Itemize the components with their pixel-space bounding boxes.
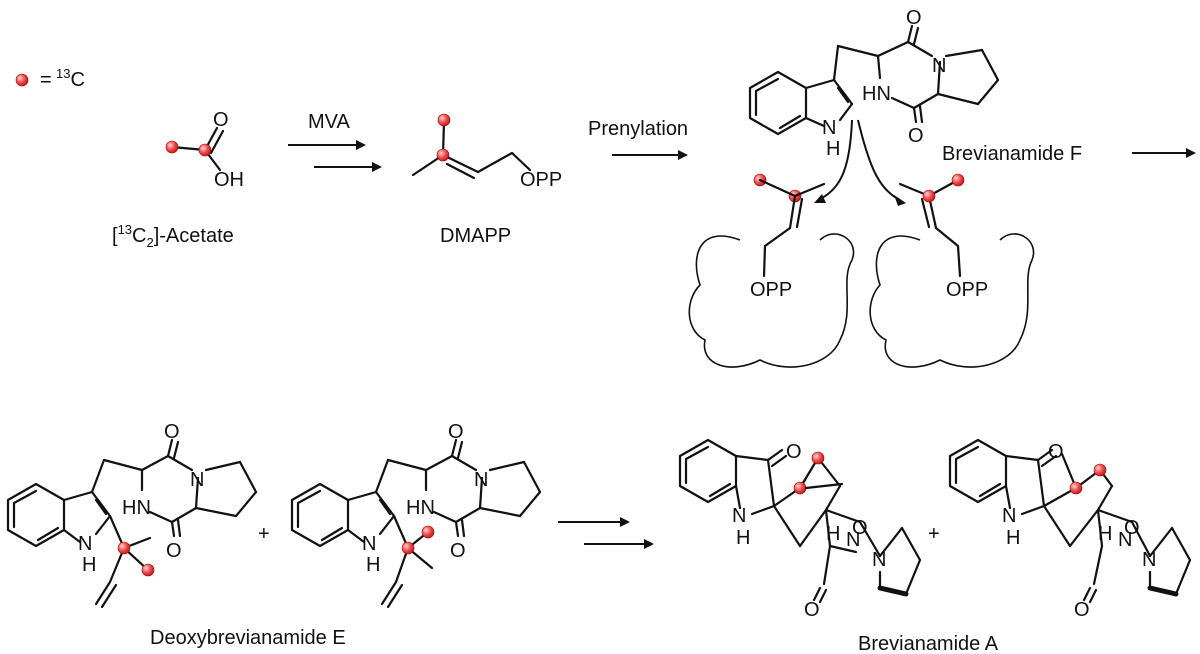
svg-text:O: O: [804, 599, 820, 621]
c13-atom-icon: [198, 143, 212, 157]
prenyl-transfer-arrows: [814, 119, 906, 206]
svg-text:N: N: [474, 469, 488, 491]
isotope-legend: = 13C: [15, 66, 85, 91]
c13-atom-icon: [811, 451, 825, 465]
svg-text:O: O: [1124, 517, 1140, 539]
deoxybrevianamide-e-structure-2: N H O N HN O: [290, 421, 542, 609]
step-arrow-right: [1132, 148, 1196, 158]
svg-text:13C: 13C: [56, 66, 85, 91]
acetate-structure: O OH [13C2]-Acetate: [112, 109, 244, 250]
svg-text:N: N: [1002, 505, 1016, 527]
dmapp-structure: OPP DMAPP: [411, 113, 562, 247]
svg-text:O: O: [164, 421, 180, 443]
c13-atom-icon: [421, 525, 435, 539]
svg-text:H: H: [1006, 527, 1020, 549]
enzyme-opp-left: OPP: [750, 279, 792, 301]
deoxybrevianamide-e-label: Deoxybrevianamide E: [150, 627, 346, 649]
c13-atom-icon: [117, 541, 131, 555]
c13-atom-icon: [401, 541, 415, 555]
svg-text:H: H: [366, 554, 380, 576]
svg-text:N: N: [1142, 549, 1156, 571]
svg-text:N: N: [846, 529, 860, 551]
c13-atom-icon: [436, 148, 450, 162]
step-arrows-bottom: [558, 517, 654, 549]
acetate-carbonyl-O: O: [213, 109, 229, 131]
c13-atom-icon: [793, 481, 807, 495]
brevianamide-a-label: Brevianamide A: [858, 633, 999, 654]
c13-atom-icon: [922, 189, 936, 203]
svg-text:O: O: [852, 517, 868, 539]
c13-atom-icon: [1093, 463, 1107, 477]
c13-marker-icon: [15, 73, 29, 87]
svg-text:O: O: [1074, 599, 1090, 621]
svg-text:O: O: [786, 441, 802, 463]
svg-text:O: O: [448, 421, 464, 443]
svg-text:N: N: [190, 469, 204, 491]
brevianamide-a-structure-2: O N H N N H O O: [948, 438, 1192, 621]
svg-text:HN: HN: [122, 497, 151, 519]
brevianamide-f-structure: N H O N HN O Brevianamide F: [748, 7, 1082, 165]
svg-text:O: O: [908, 125, 924, 147]
c13-atom-icon: [1069, 481, 1083, 495]
plus-sign-1: +: [258, 523, 270, 545]
deoxybrevianamide-e-structure-1: N H O N HN O: [6, 421, 258, 609]
svg-text:N: N: [872, 549, 886, 571]
prenylation-arrow: Prenylation: [588, 118, 688, 160]
dmapp-label: DMAPP: [440, 225, 511, 247]
svg-text:O: O: [1048, 441, 1064, 463]
mva-arrow: MVA: [288, 111, 382, 172]
svg-text:HN: HN: [406, 497, 435, 519]
c13-atom-icon: [437, 113, 451, 127]
legend-isotope-mass: 13: [56, 66, 70, 81]
svg-text:N: N: [78, 533, 92, 555]
c13-atom-icon: [951, 173, 965, 187]
svg-text:O: O: [906, 7, 922, 29]
svg-text:H: H: [826, 523, 840, 545]
svg-text:H: H: [736, 527, 750, 549]
svg-text:N: N: [1118, 529, 1132, 551]
svg-text:O: O: [166, 540, 182, 562]
svg-text:O: O: [450, 540, 466, 562]
svg-text:H: H: [826, 138, 840, 160]
legend-equals: =: [40, 69, 52, 91]
mva-label: MVA: [308, 111, 351, 133]
svg-text:N: N: [822, 117, 836, 139]
enzyme-pocket-right: OPP: [869, 173, 1035, 368]
svg-text:H: H: [1098, 523, 1112, 545]
prenylation-label: Prenylation: [588, 118, 688, 140]
svg-text:N: N: [732, 505, 746, 527]
svg-text:H: H: [82, 554, 96, 576]
brevianamide-f-label: Brevianamide F: [942, 143, 1082, 165]
enzyme-opp-right: OPP: [946, 279, 988, 301]
brevianamide-a-structure-1: O N H N N H O O: [678, 438, 922, 621]
svg-text:HN: HN: [862, 83, 891, 105]
plus-sign-2: +: [928, 523, 940, 545]
legend-element: C: [70, 69, 84, 91]
enzyme-pocket-left: OPP: [688, 173, 855, 368]
dmapp-opp: OPP: [520, 169, 562, 191]
acetate-label: [13C2]-Acetate: [112, 222, 234, 250]
c13-atom-icon: [141, 563, 155, 577]
c13-atom-icon: [165, 140, 179, 154]
svg-text:N: N: [362, 533, 376, 555]
svg-text:N: N: [932, 55, 946, 77]
acetate-hydroxyl: OH: [214, 169, 244, 191]
